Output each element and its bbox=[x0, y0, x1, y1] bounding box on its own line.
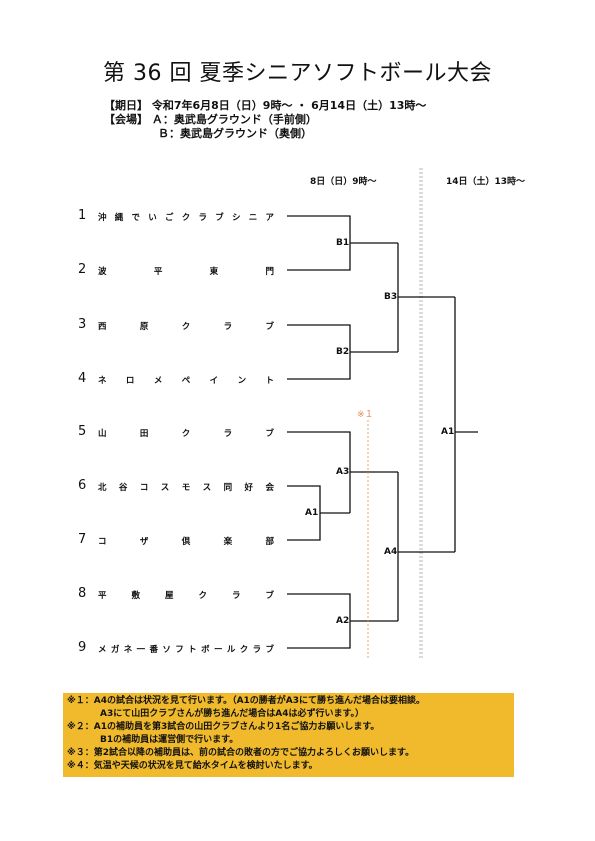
game-label-a1-first: A1 bbox=[305, 508, 319, 518]
team-row-5: 5 山田クラブ bbox=[78, 424, 274, 441]
team-number: 9 bbox=[78, 640, 87, 655]
team-name: 沖縄でいごクラブシニア bbox=[98, 213, 274, 223]
team-row-7: 7 コザ倶楽部 bbox=[78, 532, 274, 549]
note-line: B1の補助員は運営側で行います。 bbox=[100, 735, 239, 745]
game-label-b1: B1 bbox=[336, 238, 350, 248]
game-label-b2: B2 bbox=[336, 347, 350, 357]
note-line: ※２：A1の補助員を第3試合の山田クラブさんより1名ご協力お願いします。 bbox=[67, 722, 380, 732]
page-title: 第 36 回 夏季シニアソフトボール大会 bbox=[103, 61, 492, 86]
team-row-8: 8 平敷屋クラブ bbox=[78, 586, 274, 603]
team-name: コザ倶楽部 bbox=[98, 537, 274, 547]
venue-line-2: Ｂ：奥武島グラウンド（奥側） bbox=[158, 127, 312, 140]
team-name: 波平東門 bbox=[98, 267, 274, 277]
note-line: A3にて山田クラブさんが勝ち進んだ場合はA4は必ず行います。） bbox=[100, 709, 365, 719]
note-mark: ※１ bbox=[357, 410, 374, 420]
team-row-4: 4 ネロメペイント bbox=[78, 371, 274, 388]
team-name: メガネ一番ソフトボールクラブ bbox=[98, 645, 274, 655]
bracket-a3 bbox=[287, 431, 351, 513]
note-line: ※３：第2試合以降の補助員は、前の試合の敗者の方でご協力よろしくお願いします。 bbox=[67, 748, 415, 758]
team-name: 北谷コスモス同好会 bbox=[98, 483, 274, 493]
note-line: ※４：気温や天候の状況を見て給水タイムを検討いたします。 bbox=[67, 761, 318, 771]
day2-label: 14日（土）13時～ bbox=[446, 177, 526, 187]
team-number: 1 bbox=[78, 208, 87, 223]
team-number: 3 bbox=[78, 317, 87, 332]
date-line: 【期日】 令和7年6月8日（日）9時～ ・ 6月14日（土）13時～ bbox=[104, 99, 427, 112]
game-label-a1-final: A1 bbox=[441, 427, 455, 437]
team-row-6: 6 北谷コスモス同好会 bbox=[78, 478, 274, 495]
team-name: 平敷屋クラブ bbox=[98, 591, 274, 601]
venue-line: 【会場】 Ａ：奥武島グラウンド（手前側） bbox=[104, 113, 317, 126]
team-number: 6 bbox=[78, 478, 87, 493]
game-label-b3: B3 bbox=[384, 292, 398, 302]
team-number: 4 bbox=[78, 371, 87, 386]
note-line: ※１：A4の試合は状況を見て行います。（A1の勝者がA3にて勝ち進んだ場合は要相… bbox=[67, 696, 426, 706]
team-row-1: 1 沖縄でいごクラブシニア bbox=[78, 208, 274, 225]
team-row-2: 2 波平東門 bbox=[78, 262, 274, 279]
team-number: 5 bbox=[78, 424, 87, 439]
team-number: 2 bbox=[78, 262, 87, 277]
team-row-3: 3 西原クラブ bbox=[78, 317, 274, 334]
team-name: 山田クラブ bbox=[98, 429, 274, 439]
game-label-a2: A2 bbox=[336, 616, 350, 626]
team-row-9: 9 メガネ一番ソフトボールクラブ bbox=[78, 640, 274, 657]
team-name: ネロメペイント bbox=[98, 376, 274, 386]
team-name: 西原クラブ bbox=[98, 322, 274, 332]
day1-label: 8日（日）9時～ bbox=[310, 177, 377, 187]
team-number: 8 bbox=[78, 586, 87, 601]
game-label-a3: A3 bbox=[336, 467, 350, 477]
game-label-a4: A4 bbox=[384, 547, 398, 557]
team-number: 7 bbox=[78, 532, 87, 547]
notes-box: ※１：A4の試合は状況を見て行います。（A1の勝者がA3にて勝ち進んだ場合は要相… bbox=[63, 693, 514, 777]
